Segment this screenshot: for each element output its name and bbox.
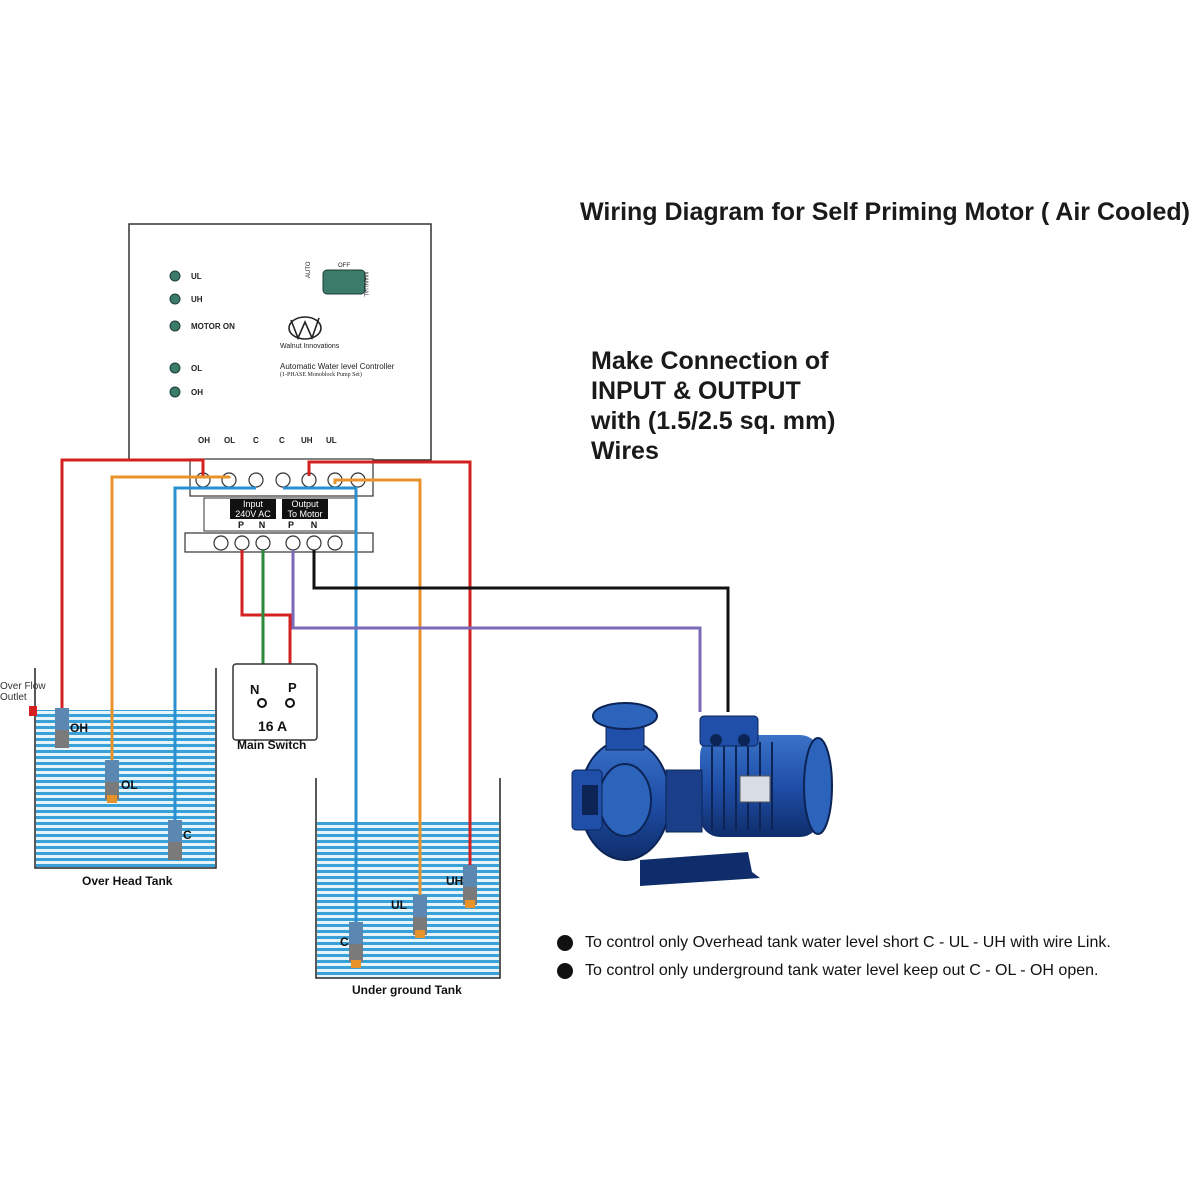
underground-probes — [349, 865, 477, 968]
brand-name: Walnut Innovations — [280, 343, 340, 350]
underground-sensor-ul: UL — [391, 898, 407, 912]
wire-ul-orange — [333, 478, 422, 900]
overflow-outlet-label: Over Flow Outlet — [0, 681, 46, 703]
instruction-line: with (1.5/2.5 sq. mm) — [591, 407, 836, 435]
overhead-probes — [55, 708, 182, 860]
terminal-label-c: C — [279, 436, 285, 445]
underground-tank — [315, 778, 501, 979]
output-label: Output To Motor — [282, 499, 328, 519]
wire-c-blue-underground — [283, 486, 358, 928]
brand-logo — [288, 316, 322, 341]
controller-panel — [128, 223, 432, 461]
main-switch-label: Main Switch — [237, 738, 307, 752]
overhead-sensor-ol: OL — [121, 778, 138, 792]
input-p-label: P — [237, 520, 244, 530]
note-overhead: To control only Overhead tank water leve… — [557, 934, 1111, 952]
output-n-label: N — [310, 520, 318, 530]
terminal-label-ul: UL — [326, 436, 337, 445]
main-switch-p-label: P — [288, 680, 297, 695]
wire-oh-red — [60, 458, 205, 712]
io-label-block — [203, 497, 357, 532]
instruction-line: Wires — [591, 437, 659, 465]
main-switch-p-terminal — [285, 698, 295, 708]
wire-motor-purple — [291, 550, 702, 712]
indicator-leds — [169, 270, 181, 398]
indicator-label-uh: UH — [191, 295, 203, 304]
note-underground: To control only underground tank water l… — [557, 962, 1098, 980]
overhead-sensor-oh: OH — [70, 721, 88, 735]
indicator-label-oh: OH — [191, 388, 203, 397]
power-terminal-strip — [184, 532, 374, 553]
wire-ol-orange — [110, 475, 231, 765]
pump-motor-illustration — [571, 702, 833, 886]
overhead-tank — [34, 668, 217, 869]
underground-sensor-c: C — [340, 935, 349, 949]
main-switch-n-terminal — [257, 698, 267, 708]
main-switch-box — [232, 663, 318, 741]
wire-motor-black — [312, 550, 730, 712]
output-p-label: P — [287, 520, 294, 530]
instruction-line: Make Connection of — [591, 347, 829, 375]
power-terminals — [213, 535, 343, 551]
terminal-label-uh: UH — [301, 436, 313, 445]
indicator-label-motor-on: MOTOR ON — [191, 322, 235, 331]
mode-switch — [322, 269, 366, 295]
underground-sensor-uh: UH — [446, 874, 464, 888]
product-subtitle: (1-PHASE Monoblock Pump Set) — [280, 372, 362, 378]
overhead-tank-label: Over Head Tank — [82, 874, 173, 888]
indicator-label-ul: UL — [191, 272, 202, 281]
terminal-label-c: C — [253, 436, 259, 445]
diagram-title: Wiring Diagram for Self Priming Motor ( … — [580, 198, 1190, 226]
main-switch-n-label: N — [250, 682, 260, 697]
input-n-label: N — [258, 520, 266, 530]
main-switch-rating: 16 A — [258, 718, 288, 734]
terminal-label-oh: OH — [198, 436, 210, 445]
terminal-label-ol: OL — [224, 436, 236, 445]
switch-label-off: OFF — [338, 263, 350, 269]
connection-instructions: Make Connection of INPUT & OUTPUT with (… — [591, 346, 836, 466]
bullet-icon — [557, 962, 573, 979]
input-label: Input 240V AC — [230, 499, 276, 519]
wire-phase-red — [240, 550, 292, 700]
instruction-line: INPUT & OUTPUT — [591, 377, 801, 405]
underground-tank-label: Under ground Tank — [352, 983, 462, 997]
indicator-label-ol: OL — [191, 364, 203, 373]
wire-uh-red — [307, 460, 472, 870]
overflow-outlet — [29, 706, 37, 716]
product-name: Automatic Water level Controller — [280, 362, 395, 371]
overhead-sensor-c: C — [183, 828, 192, 842]
switch-label-manual: MANUAL — [362, 272, 368, 298]
wire-c-blue-overhead — [173, 486, 256, 826]
switch-label-auto: AUTO — [306, 261, 312, 278]
bullet-icon — [557, 934, 573, 951]
